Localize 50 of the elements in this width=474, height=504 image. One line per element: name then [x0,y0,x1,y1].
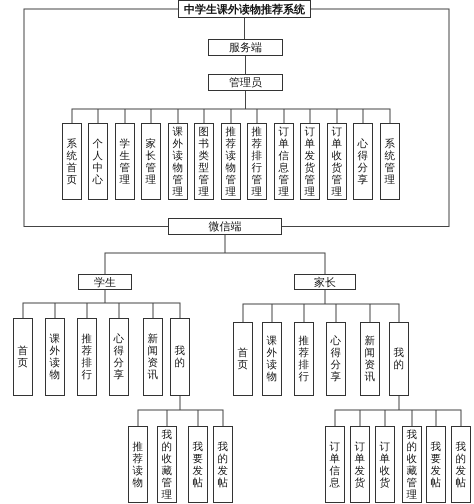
group-box: 家长 [294,274,356,290]
connector-line [245,90,390,124]
module-box: 首页 [13,318,33,396]
module-box: 订单信息 [325,426,345,503]
connector-line [324,290,400,322]
module-box: 订单发货管理 [300,123,320,200]
module-box: 系统首页 [62,123,82,200]
module-box: 推荐排行 [294,322,314,396]
module-box: 我的发帖 [451,426,471,503]
module-box: 推荐排行管理 [247,123,267,200]
module-box: 订单信息管理 [274,123,294,200]
module-box: 新闻资讯 [360,322,380,396]
module-box: 心得分享 [326,322,346,396]
module-box: 心得分享 [109,318,129,396]
module-box: 系统管理 [380,123,400,200]
module-box: 推荐读物 [128,426,148,503]
module-box: 心得分享 [353,123,373,200]
module-box: 首页 [233,322,253,396]
connector-line [398,396,462,426]
module-box: 我的 [389,322,409,396]
title-box: 中学生课外读物推荐系统 [178,0,311,18]
module-box: 推荐读物管理 [221,123,241,200]
group-box: 管理员 [208,74,283,91]
module-box: 我的 [170,318,190,396]
group-box: 微信端 [168,218,282,235]
module-box: 课外读物 [262,322,282,396]
module-box: 订单收货管理 [327,123,347,200]
module-box: 我要发帖 [188,426,208,503]
module-box: 学生管理 [115,123,135,200]
module-box: 我要发帖 [426,426,446,503]
connector-line [24,8,178,227]
module-box: 我的收藏管理 [402,426,422,503]
module-box: 订单发货 [350,426,370,503]
module-box: 我的发帖 [213,426,233,503]
module-box: 新闻资讯 [143,318,163,396]
connector-line [282,8,450,227]
module-box: 我的收藏管理 [157,426,177,503]
connector-line [244,18,245,40]
module-box: 家长管理 [141,123,161,200]
module-box: 推荐排行 [77,318,97,396]
module-box: 课外读物管理 [168,123,188,200]
module-box: 课外读物 [45,318,65,396]
connector-line [180,396,224,426]
group-box: 服务端 [208,39,283,56]
module-box: 图书类型管理 [194,123,214,200]
module-box: 订单收货 [375,426,395,503]
connector-line [224,234,326,274]
module-box: 个人中心 [88,123,108,200]
connector-line [245,56,246,74]
group-box: 学生 [78,274,132,290]
